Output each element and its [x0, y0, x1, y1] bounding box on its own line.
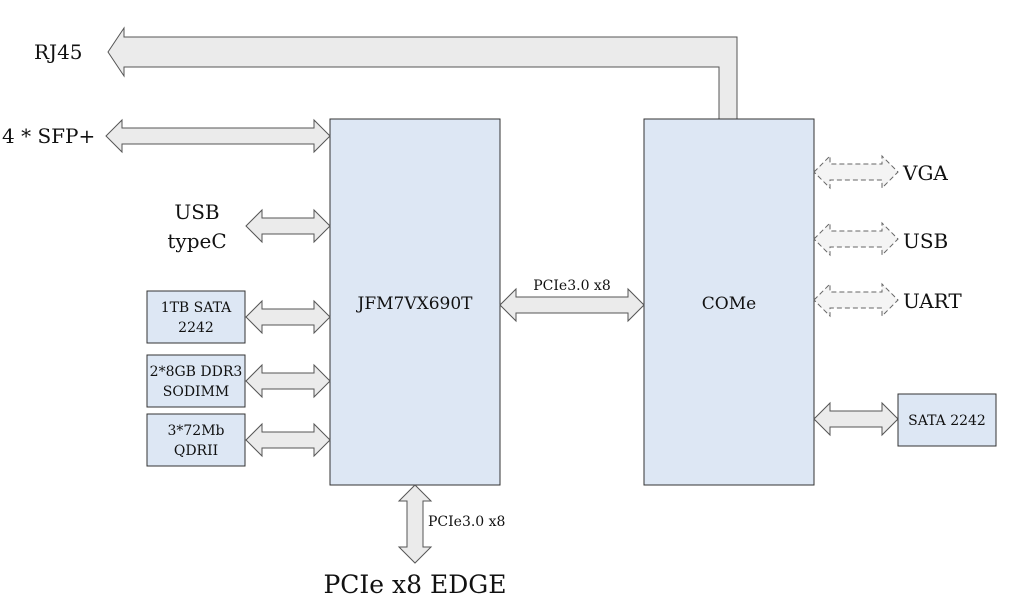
edge-link-arrow — [397, 484, 433, 564]
pcie-edge-label: PCIe x8 EDGE — [323, 570, 506, 599]
uart-link-arrow — [813, 282, 899, 318]
ddr3-module-link-arrow — [245, 363, 331, 399]
vga-link-arrow — [813, 154, 899, 190]
come-label: COMe — [702, 294, 756, 314]
vga-label: VGA — [902, 161, 948, 185]
uart-label: UART — [903, 289, 962, 313]
fpga-come-link-arrow — [499, 287, 645, 323]
qdrii-module-line2: QDRII — [174, 443, 218, 459]
usb-typec-label-line1: USB — [174, 200, 219, 224]
ddr3-module-line1: 2*8GB DDR3 — [150, 364, 243, 380]
qdrii-module-line1: 3*72Mb — [167, 423, 224, 439]
edge-link-label: PCIe3.0 x8 — [428, 514, 505, 530]
fpga-label: JFM7VX690T — [356, 294, 474, 314]
qdrii-module-link-arrow — [245, 422, 331, 458]
qdrii-module-box — [146, 413, 246, 467]
fpga-block — [329, 118, 501, 486]
sata-module-link-arrow — [245, 299, 331, 335]
usb-typec-label-line2: typeC — [167, 229, 226, 253]
usb-typec-link-arrow — [245, 208, 331, 244]
sata-2242-box — [897, 393, 997, 447]
usb-link-arrow — [813, 221, 899, 257]
come-block — [643, 118, 815, 486]
sata-module-box — [146, 290, 246, 344]
sata-2242-label: SATA 2242 — [908, 413, 986, 429]
ddr3-module-box — [146, 354, 246, 408]
fpga-come-link-label: PCIe3.0 x8 — [533, 278, 610, 294]
usb-label: USB — [903, 229, 948, 253]
sata-2242-link-arrow — [813, 401, 899, 437]
sfp-label: 4 * SFP+ — [2, 124, 95, 148]
sfp-link-arrow — [105, 118, 331, 154]
rj45-label: RJ45 — [34, 40, 83, 64]
rj45-link-arrow — [107, 26, 738, 120]
ddr3-module-line2: SODIMM — [163, 384, 230, 400]
sata-module-line2: 2242 — [178, 320, 214, 336]
sata-module-line1: 1TB SATA — [161, 300, 232, 316]
